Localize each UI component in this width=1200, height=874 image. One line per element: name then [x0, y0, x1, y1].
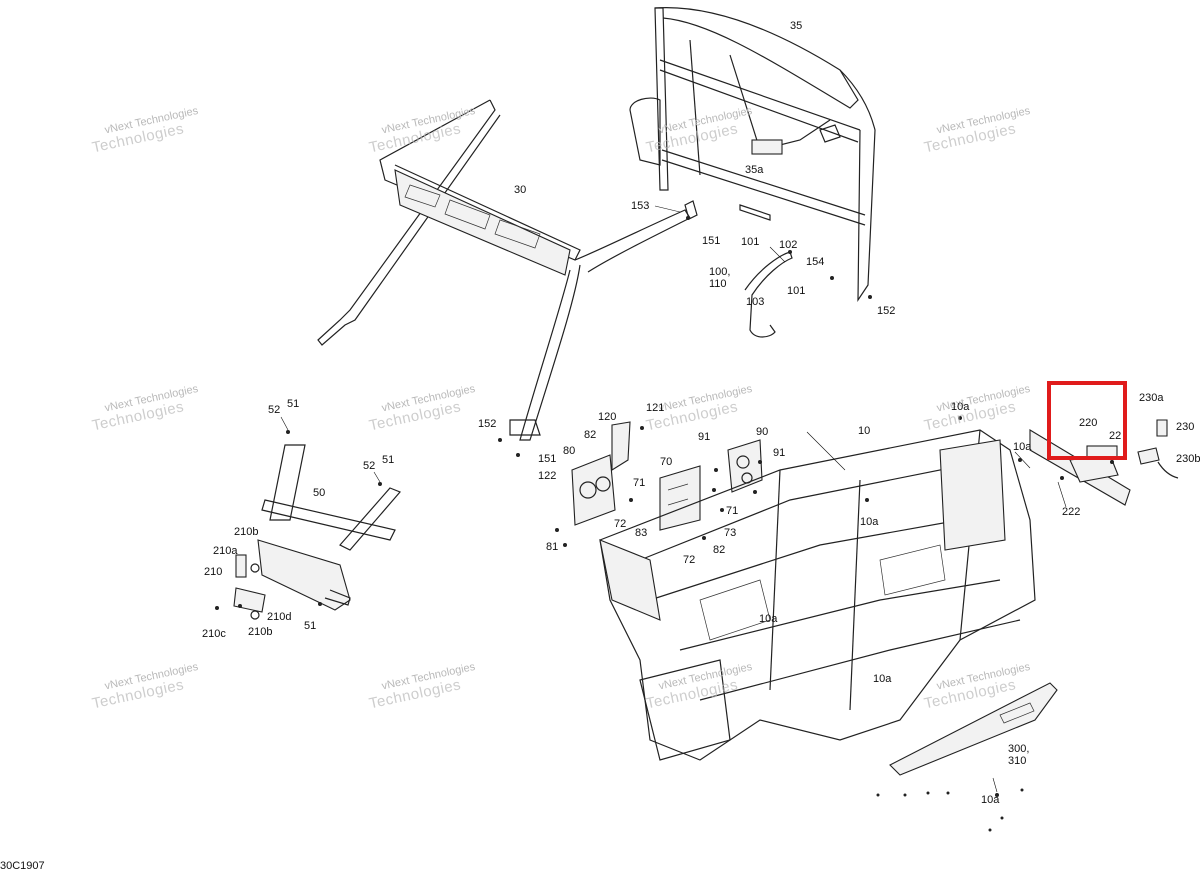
callout-220[interactable]: 220 — [1079, 417, 1098, 429]
callout-30[interactable]: 30 — [514, 184, 527, 196]
callout-151[interactable]: 151 — [702, 235, 721, 247]
fasteners — [215, 216, 1114, 832]
main-frame-10[interactable] — [599, 429, 1036, 761]
callout-122[interactable]: 122 — [538, 470, 557, 482]
callout-71[interactable]: 71 — [726, 505, 739, 517]
callout-91[interactable]: 91 — [773, 447, 786, 459]
callout-10a[interactable]: 10a — [873, 673, 892, 685]
callout-10a[interactable]: 10a — [981, 794, 1000, 806]
callout-210b[interactable]: 210b — [234, 526, 259, 538]
callout-210c[interactable]: 210c — [202, 628, 226, 640]
callout-72[interactable]: 72 — [614, 518, 627, 530]
callout-230b[interactable]: 230b — [1176, 453, 1200, 465]
callout-35[interactable]: 35 — [790, 20, 803, 32]
callout-10a[interactable]: 10a — [951, 401, 970, 413]
callout-154[interactable]: 154 — [806, 256, 825, 268]
callout-52[interactable]: 52 — [268, 404, 281, 416]
callout-210[interactable]: 210 — [204, 566, 223, 578]
callout-121[interactable]: 121 — [646, 402, 665, 414]
callout-91[interactable]: 91 — [698, 431, 711, 443]
callout-210b[interactable]: 210b — [248, 626, 273, 638]
callout-90[interactable]: 90 — [756, 426, 769, 438]
callout-71[interactable]: 71 — [633, 477, 646, 489]
skid-plate-300-310[interactable] — [889, 682, 1058, 776]
callout-210d[interactable]: 210d — [267, 611, 292, 623]
callout-80[interactable]: 80 — [563, 445, 576, 457]
callout-50[interactable]: 50 — [313, 487, 326, 499]
rear-cage-35[interactable] — [629, 7, 876, 303]
callout-120[interactable]: 120 — [598, 411, 617, 423]
callout-10a[interactable]: 10a — [1013, 441, 1032, 453]
bracket-120[interactable] — [611, 421, 631, 471]
callout-70[interactable]: 70 — [660, 456, 673, 468]
plate-70[interactable] — [659, 465, 701, 531]
connector-230[interactable] — [1137, 419, 1179, 479]
leader-lines — [280, 205, 1067, 793]
callout-22[interactable]: 22 — [1109, 430, 1122, 442]
callout-230a[interactable]: 230a — [1139, 392, 1164, 404]
callout-101[interactable]: 101 — [787, 285, 806, 297]
callout-10a[interactable]: 10a — [759, 613, 778, 625]
callout-52[interactable]: 52 — [363, 460, 376, 472]
callout-51[interactable]: 51 — [382, 454, 395, 466]
front-cage-30[interactable] — [317, 99, 698, 441]
hitch-220-222[interactable] — [1029, 429, 1131, 506]
callout-51[interactable]: 51 — [304, 620, 317, 632]
door-bar-100-110[interactable] — [744, 251, 793, 338]
callout-82[interactable]: 82 — [584, 429, 597, 441]
callout-153[interactable]: 153 — [631, 200, 650, 212]
callout-152[interactable]: 152 — [478, 418, 497, 430]
bracket-90[interactable] — [727, 439, 763, 493]
diagram-code: 30C1907 — [0, 860, 45, 872]
callout-35a[interactable]: 35a — [745, 164, 764, 176]
callout-102[interactable]: 102 — [779, 239, 798, 251]
callout-152[interactable]: 152 — [877, 305, 896, 317]
callout-210a[interactable]: 210a — [213, 545, 238, 557]
callout-103[interactable]: 103 — [746, 296, 765, 308]
callout-222[interactable]: 222 — [1062, 506, 1081, 518]
callout-10[interactable]: 10 — [858, 425, 871, 437]
callout-72[interactable]: 72 — [683, 554, 696, 566]
callout-73[interactable]: 73 — [724, 527, 737, 539]
front-bumper-50[interactable] — [233, 444, 402, 620]
callout-10a[interactable]: 10a — [860, 516, 879, 528]
highlight-box — [1047, 381, 1127, 460]
callout-51[interactable]: 51 — [287, 398, 300, 410]
callout-101[interactable]: 101 — [741, 236, 760, 248]
callout-100-110[interactable]: 100, 110 — [709, 266, 731, 290]
callout-300-310[interactable]: 300, 310 — [1008, 743, 1030, 767]
callout-81[interactable]: 81 — [546, 541, 559, 553]
callout-151[interactable]: 151 — [538, 453, 557, 465]
callout-82[interactable]: 82 — [713, 544, 726, 556]
callout-83[interactable]: 83 — [635, 527, 648, 539]
callout-230[interactable]: 230 — [1176, 421, 1195, 433]
bracket-80[interactable] — [571, 454, 616, 526]
